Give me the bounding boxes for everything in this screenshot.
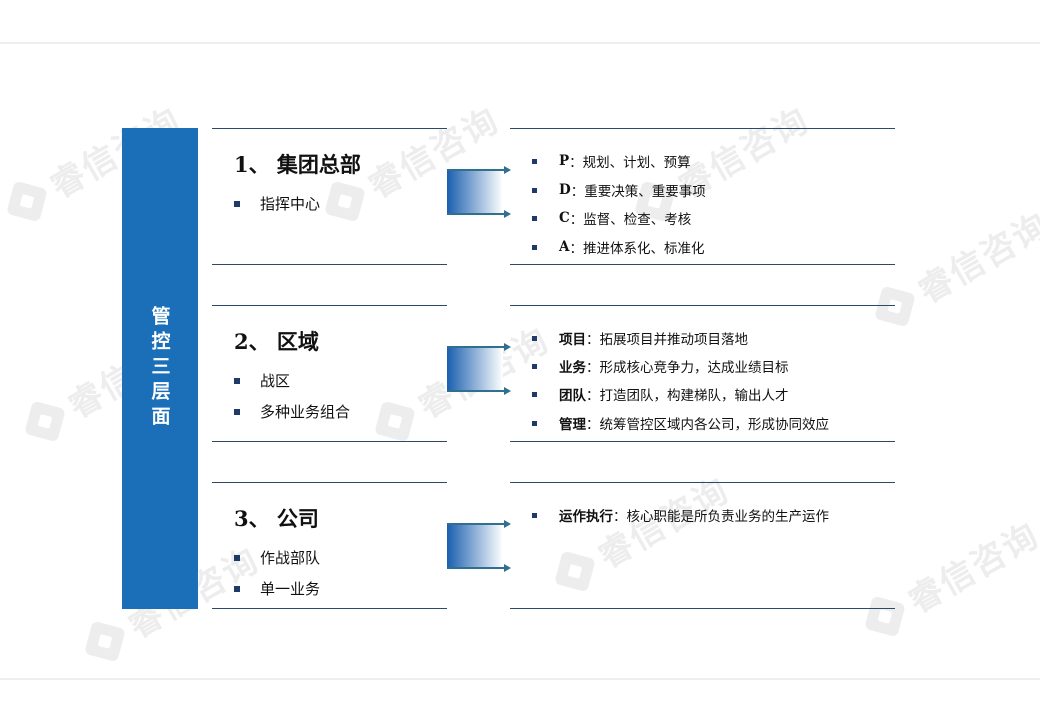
detail-item: P：规划、计划、预算	[532, 151, 691, 171]
level-title: 1、 集团总部	[234, 152, 361, 177]
level-item: 单一业务	[234, 578, 320, 599]
detail-item: 团队：打造团队，构建梯队，输出人才	[532, 384, 789, 404]
bullet-square-icon	[532, 512, 537, 518]
detail-item: 业务：形成核心竞争力，达成业绩目标	[532, 356, 789, 376]
bullet-square-icon	[234, 408, 240, 415]
watermark-logo-icon	[83, 620, 126, 662]
detail-box-region: 项目：拓展项目并推动项目落地 业务：形成核心竞争力，达成业绩目标 团队：打造团队…	[510, 305, 895, 442]
bullet-square-icon	[532, 244, 537, 250]
bullet-square-icon	[532, 335, 537, 341]
bullet-square-icon	[532, 391, 537, 397]
level-arrow-icon	[447, 518, 511, 574]
level-title: 2、 区域	[234, 329, 319, 354]
watermark-logo-icon	[5, 180, 48, 222]
bullet-square-icon	[532, 420, 537, 426]
bullet-square-icon	[532, 187, 537, 193]
management-levels-bar: 管控三层面	[122, 128, 198, 609]
detail-item: 运作执行：核心职能是所负责业务的生产运作	[532, 505, 829, 525]
level-title: 3、 公司	[234, 506, 319, 531]
level-box-company: 3、 公司 作战部队 单一业务	[212, 482, 447, 609]
bullet-square-icon	[234, 554, 240, 561]
top-divider	[0, 42, 1040, 44]
level-box-region: 2、 区域 战区 多种业务组合	[212, 305, 447, 442]
detail-box-group-hq: P：规划、计划、预算 D：重要决策、重要事项 C：监督、检查、考核 A：推进体系…	[510, 128, 895, 265]
bullet-square-icon	[532, 158, 537, 164]
level-arrow-icon	[447, 341, 511, 397]
level-item: 作战部队	[234, 547, 320, 568]
level-item: 多种业务组合	[234, 401, 350, 422]
level-item: 战区	[234, 370, 290, 391]
watermark-logo-icon	[23, 400, 66, 442]
bullet-square-icon	[532, 215, 537, 221]
management-levels-label: 管控三层面	[148, 306, 171, 431]
bottom-divider	[0, 678, 1040, 680]
level-arrow-icon	[447, 164, 511, 220]
detail-item: A：推进体系化、标准化	[532, 237, 704, 257]
level-item: 指挥中心	[234, 193, 320, 214]
level-box-group-hq: 1、 集团总部 指挥中心	[212, 128, 447, 265]
detail-item: C：监督、检查、考核	[532, 208, 691, 228]
detail-item: D：重要决策、重要事项	[532, 180, 706, 200]
detail-item: 管理：统筹管控区域内各公司，形成协同效应	[532, 413, 829, 433]
detail-box-company: 运作执行：核心职能是所负责业务的生产运作	[510, 482, 895, 609]
bullet-square-icon	[532, 363, 537, 369]
bullet-square-icon	[234, 585, 240, 592]
bullet-square-icon	[234, 200, 240, 207]
bullet-square-icon	[234, 377, 240, 384]
detail-item: 项目：拓展项目并推动项目落地	[532, 328, 748, 348]
